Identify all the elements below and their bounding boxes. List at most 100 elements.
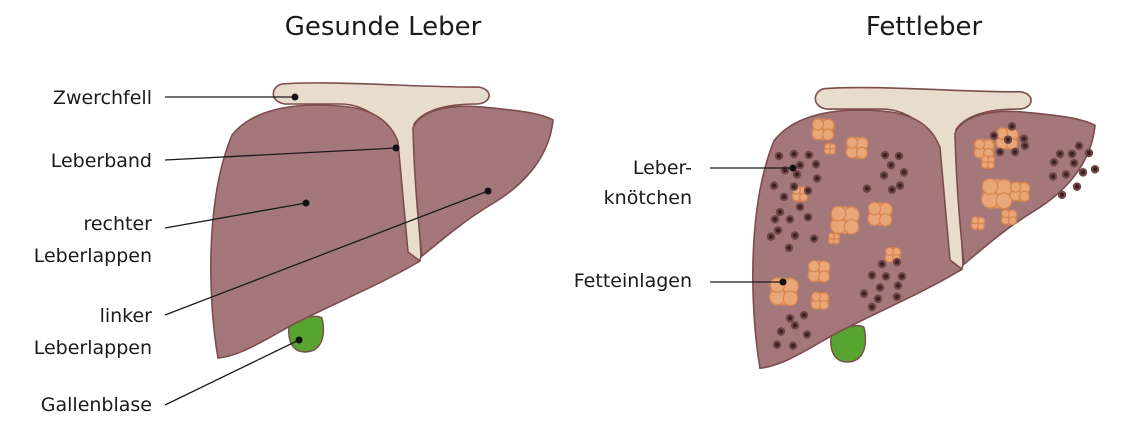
- fat-blob: [977, 222, 985, 231]
- liver-nodule: [792, 151, 796, 156]
- liver-nodule: [1051, 174, 1055, 179]
- label-rechter-2: Leberlappen: [34, 245, 152, 267]
- fat-blob: [971, 216, 979, 225]
- fat-blob: [1018, 190, 1031, 202]
- fat-blob: [995, 192, 1013, 210]
- healthy-liver: [210, 82, 554, 359]
- liver-nodule: [798, 163, 802, 168]
- fat-blob: [829, 147, 836, 155]
- liver-nodule: [1064, 172, 1068, 177]
- leader-rechter: [164, 202, 307, 229]
- liver-nodule: [870, 304, 874, 309]
- label-linker-2: Leberlappen: [34, 337, 152, 359]
- liver-nodule: [773, 217, 777, 222]
- leader-linker: [164, 190, 489, 316]
- marker-fetteinlagen: [779, 278, 787, 286]
- liver-nodule: [1022, 136, 1026, 141]
- liver-nodule: [882, 173, 886, 178]
- liver-nodule: [1072, 161, 1076, 166]
- label-gallenblase: Gallenblase: [41, 394, 152, 416]
- liver-nodule: [791, 343, 795, 348]
- liver-nodule: [998, 149, 1002, 154]
- liver-nodule: [902, 170, 906, 175]
- liver-nodule: [772, 183, 776, 188]
- leader-gallenblase: [164, 339, 300, 406]
- fat-blob: [830, 205, 847, 222]
- liver-nodule: [787, 245, 791, 250]
- label-linker-1: linker: [100, 305, 153, 327]
- liver-nodule: [788, 217, 792, 222]
- liver-nodule: [1075, 184, 1079, 189]
- fat-blob: [799, 192, 808, 202]
- liver-nodule: [1010, 124, 1014, 129]
- leader-leberband: [164, 147, 397, 161]
- liver-nodule: [1087, 150, 1091, 155]
- fat-blob: [885, 246, 894, 256]
- fat-blob: [1008, 216, 1017, 226]
- liver-nodule: [812, 236, 816, 241]
- fat-blob: [811, 291, 822, 302]
- liver-nodule: [992, 133, 996, 138]
- label-knoetchen-1: Leber-: [633, 157, 692, 179]
- liver-nodule: [769, 234, 773, 239]
- fat-blob: [819, 299, 830, 311]
- liver-nodule: [896, 283, 900, 288]
- liver-nodule: [895, 294, 899, 299]
- marker-knoetchen: [789, 164, 797, 172]
- fat-blob: [828, 232, 835, 240]
- liver-nodule: [792, 184, 796, 189]
- marker-linker: [484, 187, 492, 195]
- fat-blob: [817, 270, 831, 283]
- fat-blob: [845, 136, 859, 149]
- fat-deposits: [769, 118, 1031, 311]
- fat-blob: [807, 259, 821, 273]
- liver-nodule: [1077, 143, 1081, 148]
- liver-nodule: [793, 323, 797, 328]
- liver-nodule: [805, 332, 809, 337]
- liver-nodule: [878, 285, 882, 290]
- liver-nodules: [766, 122, 1100, 351]
- liver-nodule: [806, 215, 810, 220]
- liver-nodule: [1006, 137, 1010, 142]
- liver-nodule: [898, 183, 902, 188]
- liver-nodule: [884, 274, 888, 279]
- liver-nodule: [1023, 143, 1027, 148]
- fat-blob: [821, 128, 835, 141]
- fat-blob: [1001, 209, 1010, 219]
- liver-nodule: [1060, 192, 1064, 197]
- liver-nodule: [806, 188, 810, 193]
- fat-blob: [867, 201, 882, 216]
- fat-blob: [811, 118, 825, 131]
- fat-blob: [981, 178, 999, 196]
- liver-nodule: [862, 291, 866, 296]
- fat-blob: [782, 290, 799, 307]
- liver-nodule: [897, 153, 901, 159]
- title-healthy-liver: Gesunde Leber: [285, 12, 482, 42]
- liver-nodule: [883, 152, 887, 158]
- fat-blob: [973, 138, 986, 150]
- liver-nodule: [890, 187, 894, 192]
- liver-nodule: [1093, 167, 1097, 172]
- liver-nodule: [802, 313, 806, 318]
- label-rechter-1: rechter: [83, 213, 152, 235]
- marker-rechter: [302, 199, 310, 207]
- marker-gallenblase: [295, 336, 303, 344]
- liver-nodule: [814, 162, 818, 167]
- liver-nodule: [1070, 151, 1074, 156]
- liver-nodule: [795, 172, 799, 177]
- liver-nodule: [895, 260, 899, 265]
- fatty-liver: [751, 86, 1100, 369]
- fat-blob: [1009, 181, 1022, 193]
- label-zwerchfell: Zwerchfell: [53, 87, 152, 109]
- label-fetteinlagen: Fetteinlagen: [574, 270, 692, 292]
- liver-nodule: [1081, 170, 1085, 175]
- liver-nodule: [815, 176, 819, 181]
- fat-blob: [878, 212, 893, 227]
- liver-nodule: [788, 316, 792, 321]
- liver-nodule: [793, 233, 797, 238]
- label-knoetchen-2: knötchen: [604, 187, 692, 209]
- fat-blob: [833, 237, 840, 245]
- liver-nodule: [783, 168, 787, 173]
- fat-blob: [987, 161, 995, 170]
